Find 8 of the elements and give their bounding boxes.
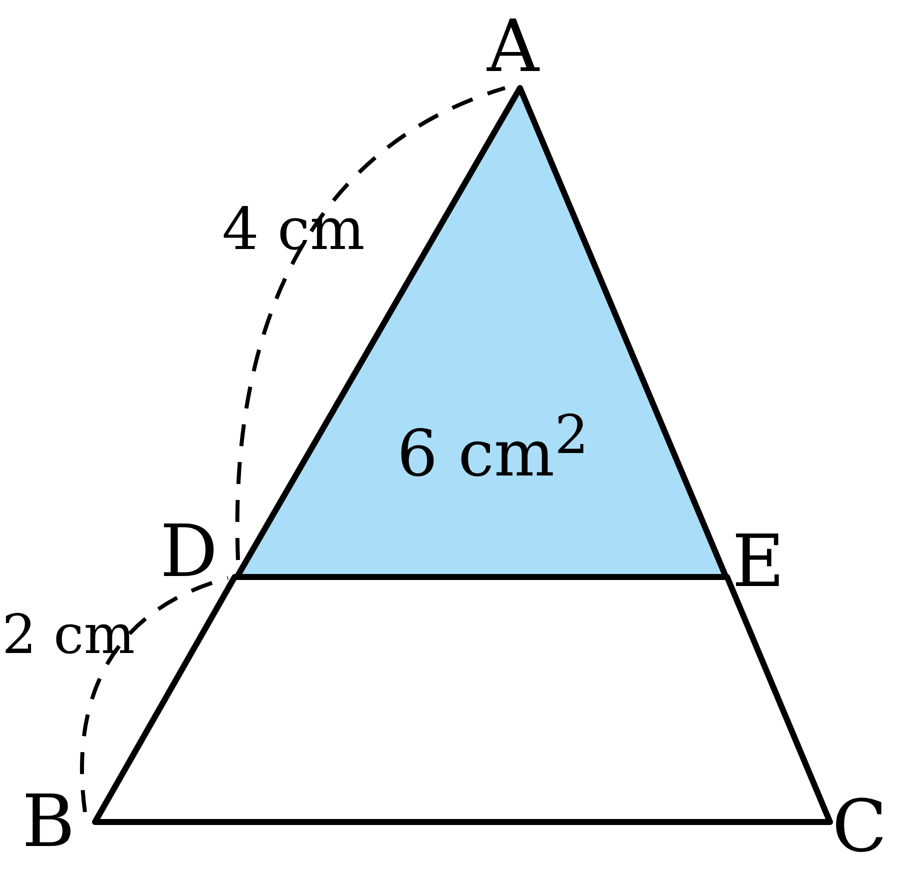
length-label: 4 cm — [222, 200, 365, 258]
area-label: 6 cm$^{2}$ — [397, 408, 589, 486]
vertex-label: E — [732, 525, 785, 597]
vertex-label: A — [487, 10, 539, 82]
vertex-label: D — [160, 515, 218, 587]
vertex-label: C — [832, 790, 888, 862]
vertex-label: B — [22, 785, 75, 857]
length-label: 2 cm — [2, 608, 135, 662]
